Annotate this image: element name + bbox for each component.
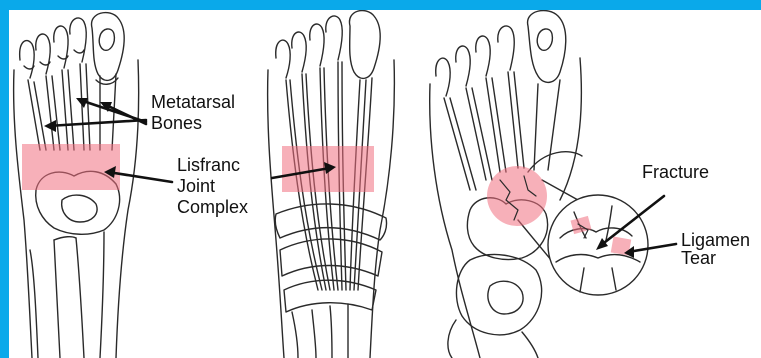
label-line: Metatarsal	[151, 92, 235, 113]
label-line: Fracture	[642, 162, 709, 183]
label-fracture: Fracture	[642, 162, 709, 183]
magnified-detail	[548, 195, 648, 295]
label-line: Joint	[177, 176, 248, 197]
lisfranc-band-1	[22, 144, 120, 190]
label-line: Ligamen	[681, 231, 750, 249]
fracture-zone	[487, 166, 547, 226]
label-line: Lisfranc	[177, 155, 248, 176]
label-metatarsal-bones: Metatarsal Bones	[151, 92, 235, 134]
label-line: Bones	[151, 113, 235, 134]
arrow-metatarsal-1	[48, 120, 146, 126]
label-lisfranc-joint-complex: Lisfranc Joint Complex	[177, 155, 248, 218]
label-line: Tear	[681, 249, 750, 267]
label-line: Complex	[177, 197, 248, 218]
label-ligament-tear: Ligamen Tear	[681, 231, 750, 267]
